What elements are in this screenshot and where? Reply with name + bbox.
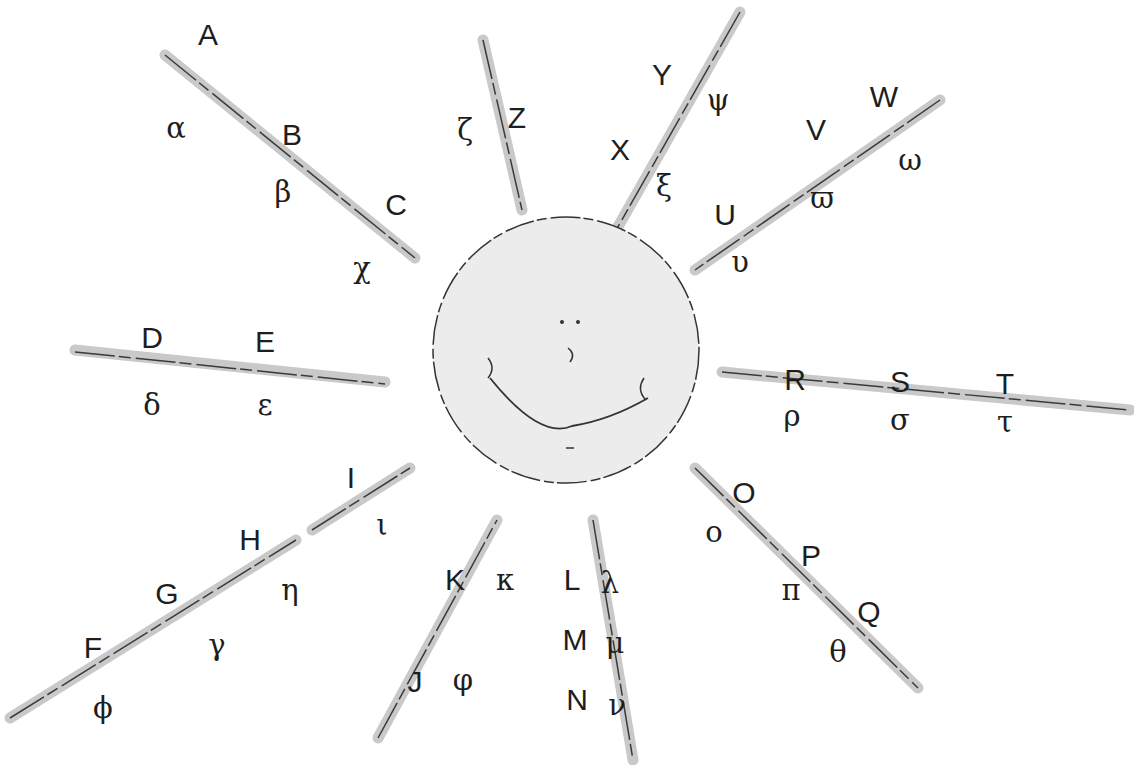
- latin-letter: R: [784, 365, 806, 395]
- latin-letter: K: [445, 565, 465, 595]
- latin-letter: I: [347, 463, 355, 493]
- greek-letter: ϖ: [810, 184, 834, 213]
- greek-letter: ψ: [707, 86, 730, 115]
- latin-letter: G: [155, 579, 178, 609]
- greek-letter: λ: [601, 569, 619, 598]
- greek-letter: ζ: [457, 116, 473, 145]
- greek-letter: ι: [376, 511, 387, 540]
- greek-letter: ο: [705, 518, 722, 547]
- latin-letter: Y: [652, 60, 672, 90]
- greek-letter: α: [166, 114, 186, 143]
- latin-letter: S: [890, 367, 910, 397]
- greek-letter: υ: [731, 248, 749, 277]
- latin-letter: Q: [857, 597, 880, 627]
- greek-letter: ρ: [783, 402, 800, 431]
- greek-letter: χ: [353, 254, 371, 283]
- greek-letter: ξ: [656, 172, 672, 201]
- latin-letter: Z: [508, 103, 526, 133]
- latin-letter: N: [566, 685, 588, 715]
- greek-letter: σ: [890, 406, 910, 435]
- greek-letter: η: [281, 576, 298, 605]
- greek-letter: τ: [997, 408, 1013, 437]
- greek-letter: φ: [453, 666, 473, 695]
- latin-letter: U: [714, 200, 736, 230]
- latin-letter: P: [801, 541, 821, 571]
- greek-letter: ε: [257, 391, 272, 420]
- latin-letter: H: [239, 525, 261, 555]
- latin-letter: E: [255, 327, 275, 357]
- greek-letter: ω: [898, 146, 922, 175]
- latin-letter: C: [385, 190, 407, 220]
- greek-letter: β: [275, 178, 292, 207]
- greek-letter: μ: [606, 629, 625, 658]
- latin-letter: T: [996, 369, 1014, 399]
- latin-letter: O: [732, 478, 755, 508]
- greek-letter: γ: [208, 631, 225, 660]
- latin-letter: D: [141, 323, 163, 353]
- latin-letter: W: [870, 82, 898, 112]
- latin-letter: B: [282, 120, 302, 150]
- latin-letter: A: [198, 20, 218, 50]
- greek-letter: ϕ: [93, 694, 113, 723]
- latin-letter: V: [806, 115, 826, 145]
- greek-letter: π: [781, 576, 800, 605]
- latin-letter: L: [564, 565, 581, 595]
- greek-letter: δ: [143, 391, 160, 420]
- latin-letter: J: [408, 667, 423, 697]
- greek-letter: κ: [496, 566, 514, 595]
- greek-letter: ν: [608, 691, 626, 720]
- latin-letter: F: [84, 633, 102, 663]
- latin-letter: M: [563, 625, 588, 655]
- greek-letter: θ: [829, 638, 846, 667]
- latin-letter: X: [610, 135, 630, 165]
